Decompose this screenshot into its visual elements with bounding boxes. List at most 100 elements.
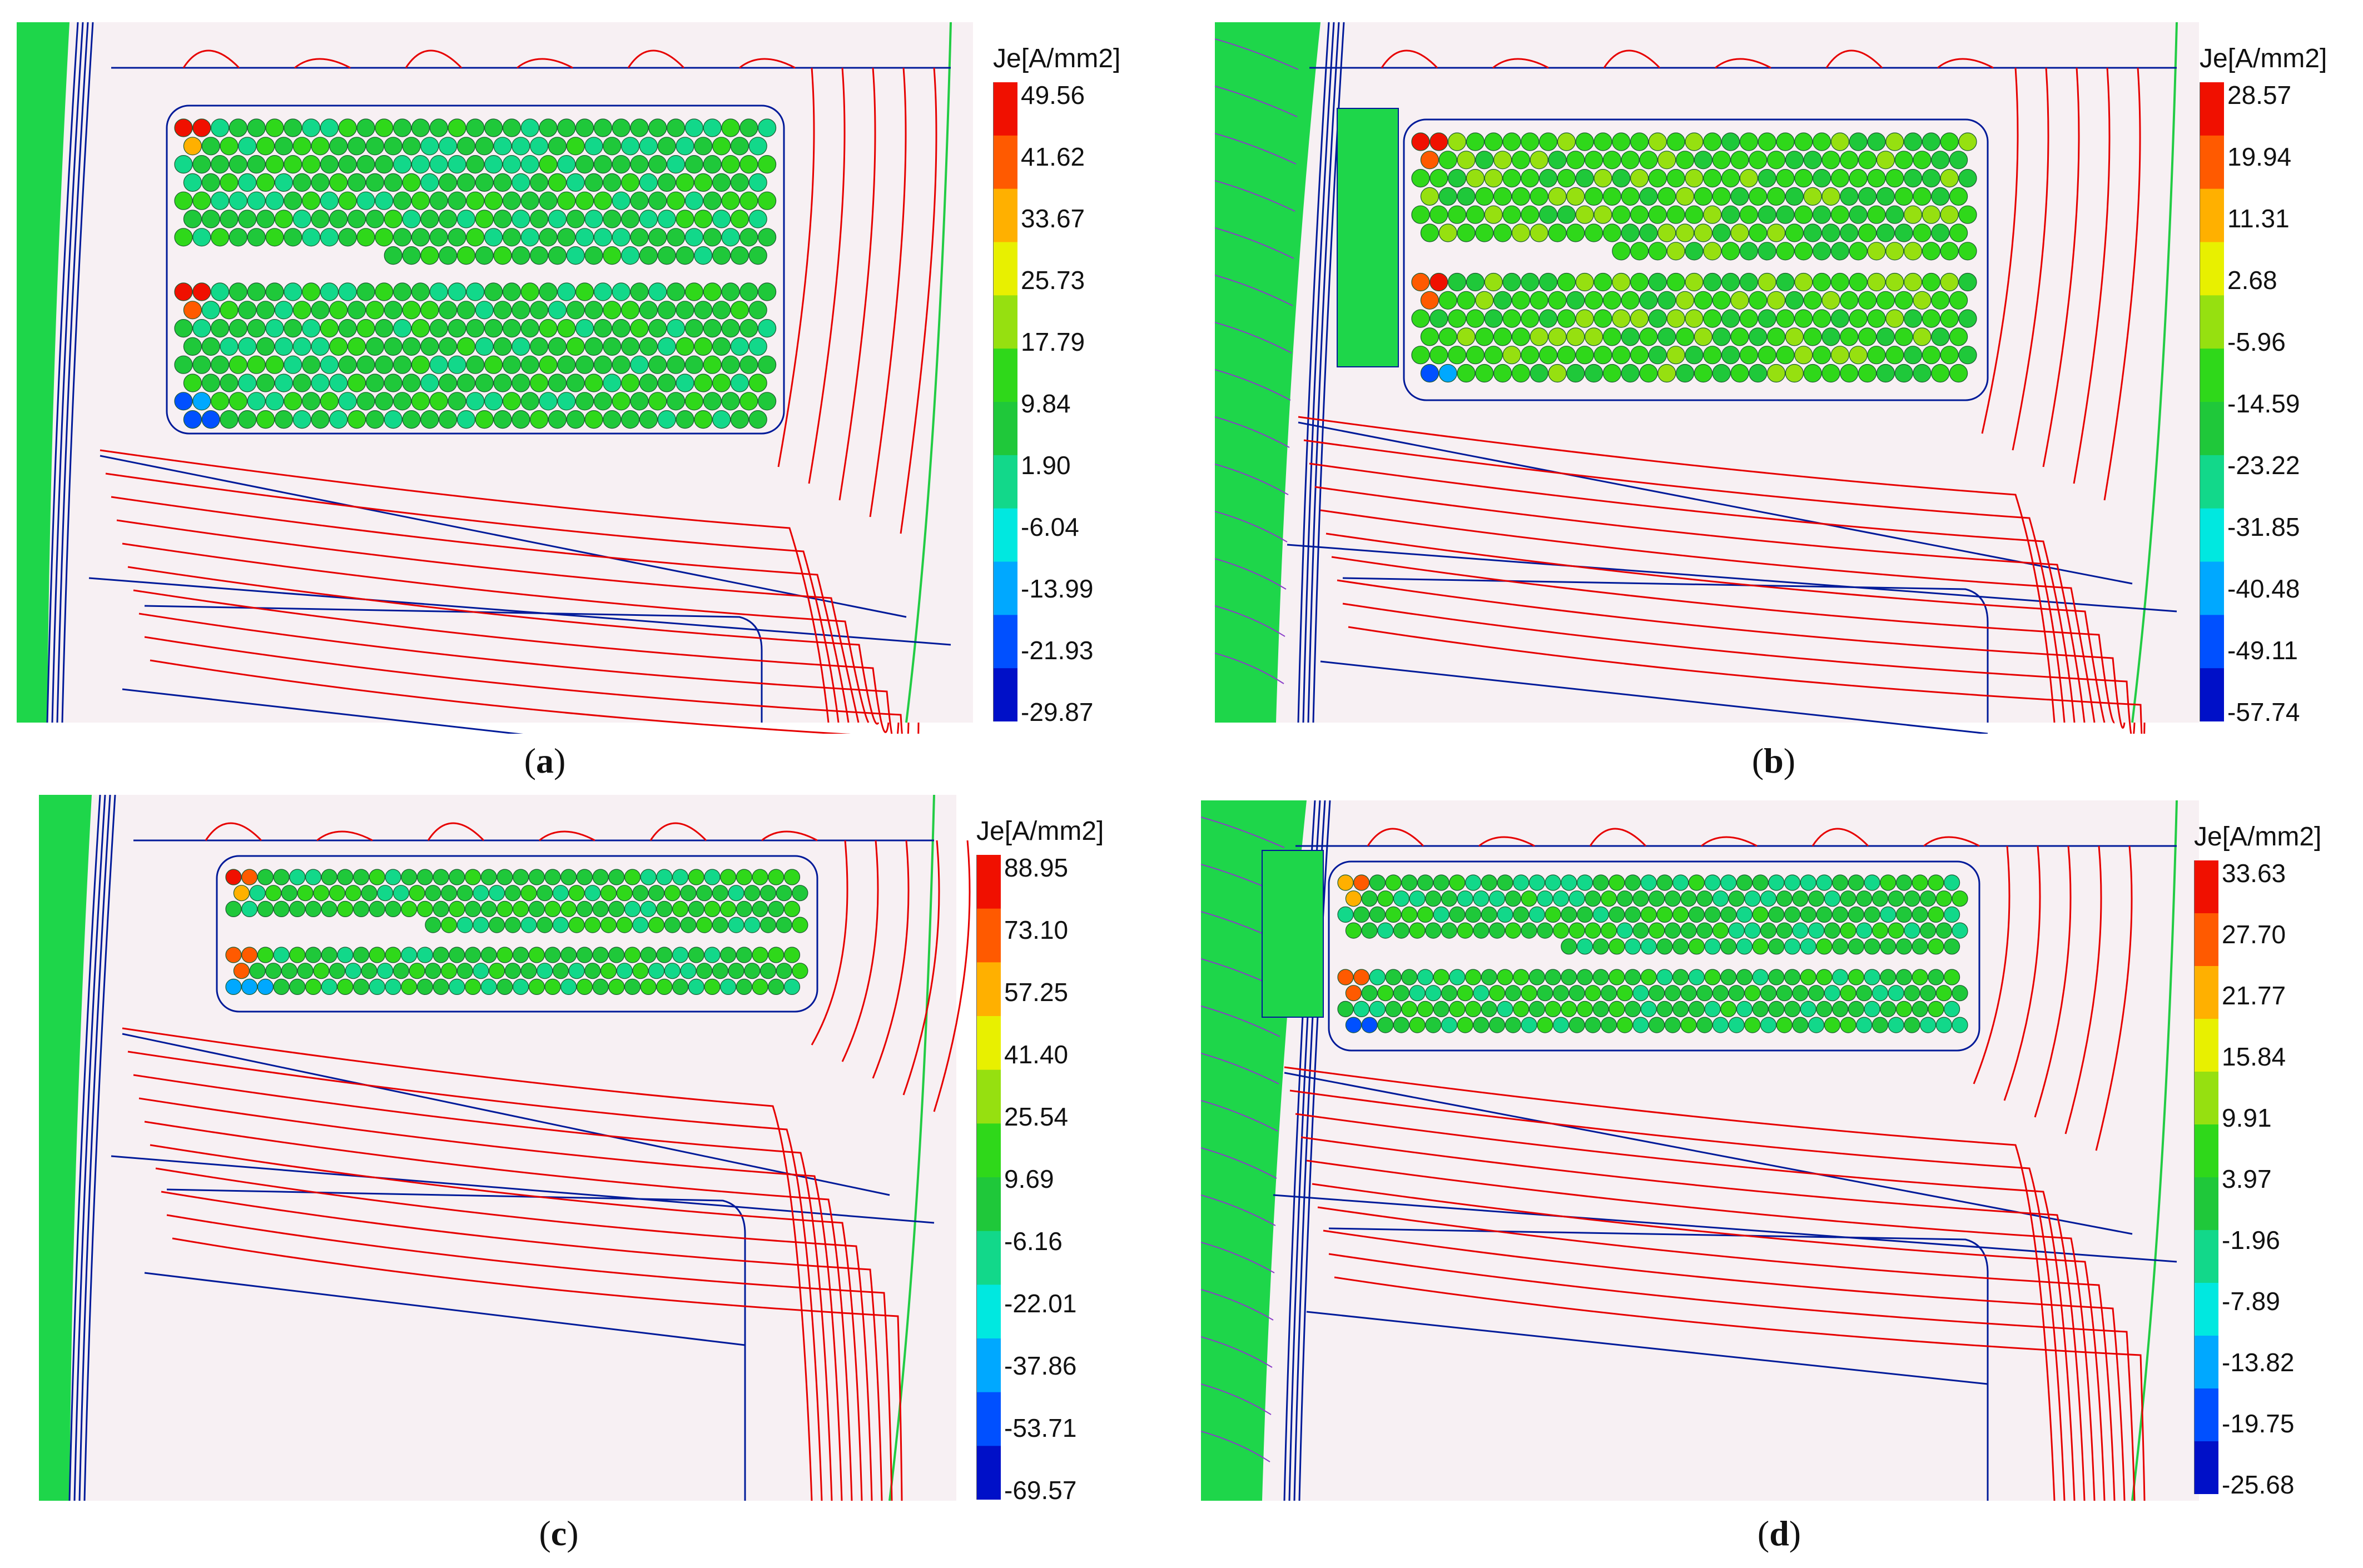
conductor-strand xyxy=(1675,223,1695,242)
contour-line xyxy=(1923,836,1980,847)
conductor-strand xyxy=(297,885,314,902)
conductor-strand xyxy=(1675,291,1695,310)
conductor-strand xyxy=(438,374,458,392)
conductor-strand xyxy=(739,318,758,338)
conductor-strand xyxy=(1739,205,1759,224)
contour-line xyxy=(116,519,860,723)
conductor-strand xyxy=(1473,985,1490,1002)
conductor-strand xyxy=(1821,151,1840,170)
conductor-strand xyxy=(575,318,594,338)
conductor-strand xyxy=(256,374,275,392)
conductor-strand xyxy=(420,210,439,228)
conductor-strand xyxy=(1448,272,1467,292)
colorbar-segment xyxy=(993,508,1017,562)
conductor-strand xyxy=(464,978,481,995)
conductor-strand xyxy=(480,978,497,995)
colorbar-tick-label: 1.90 xyxy=(1021,451,1071,480)
conductor-strand xyxy=(1488,1017,1506,1033)
conductor-strand xyxy=(174,155,193,174)
conductor-strand xyxy=(1816,969,1833,985)
conductor-strand xyxy=(440,917,458,933)
conductor-strand xyxy=(1952,1017,1968,1033)
conductor-strand xyxy=(475,374,494,392)
caption-letter-c: c xyxy=(550,1514,567,1553)
conductor-strand xyxy=(1871,922,1889,939)
conductor-strand xyxy=(612,392,631,411)
conductor-strand xyxy=(1649,922,1665,939)
conductor-strand xyxy=(375,191,394,210)
conductor-strand xyxy=(1557,272,1576,292)
conductor-strand xyxy=(311,410,330,429)
air-gap-arc xyxy=(56,22,89,723)
conductor-strand xyxy=(1538,205,1558,224)
conductor-strand xyxy=(1425,890,1442,907)
colorbar-segment xyxy=(2200,561,2224,615)
conductor-strand xyxy=(497,978,513,995)
conductor-strand xyxy=(1648,242,1667,261)
conductor-strand xyxy=(1696,1017,1713,1033)
conductor-strand xyxy=(1488,985,1506,1002)
mesh-line xyxy=(1273,1194,2177,1263)
conductor-strand xyxy=(1401,969,1418,985)
conductor-strand xyxy=(1602,187,1622,206)
conductor-strand xyxy=(281,885,297,902)
colorbar-segment xyxy=(2200,188,2224,242)
conductor-strand xyxy=(1420,223,1439,242)
conductor-strand xyxy=(1537,922,1553,939)
conductor-strand xyxy=(704,947,721,963)
colorbar-tick-label: -13.99 xyxy=(1021,574,1094,603)
conductor-strand xyxy=(1630,346,1649,365)
conductor-strand xyxy=(1922,132,1941,151)
conductor-strand xyxy=(1758,346,1776,365)
conductor-strand xyxy=(712,337,731,356)
conductor-strand xyxy=(1561,1000,1577,1017)
conductor-strand xyxy=(289,900,306,917)
conductor-strand xyxy=(411,228,430,247)
conductor-strand xyxy=(311,173,330,192)
conductor-strand xyxy=(1345,985,1362,1002)
conductor-strand xyxy=(1369,969,1386,985)
conductor-strand xyxy=(1639,364,1658,383)
conductor-strand xyxy=(393,282,412,301)
conductor-strand xyxy=(664,885,681,902)
conductor-strand xyxy=(1768,874,1785,891)
conductor-strand xyxy=(284,228,302,247)
conductor-strand xyxy=(748,210,767,228)
conductor-strand xyxy=(211,282,230,301)
colorbar-tick-label: -1.96 xyxy=(2222,1226,2280,1255)
conductor-strand xyxy=(684,155,704,174)
conductor-strand xyxy=(1640,969,1657,985)
conductor-strand xyxy=(320,392,339,411)
conductor-strand xyxy=(211,355,230,374)
conductor-strand xyxy=(548,301,567,320)
conductor-strand xyxy=(425,917,441,933)
conductor-strand xyxy=(1656,1000,1673,1017)
conductor-strand xyxy=(425,963,441,979)
conductor-strand xyxy=(1561,874,1577,891)
conductor-strand xyxy=(301,282,321,301)
conductor-strand xyxy=(1739,309,1759,328)
conductor-strand xyxy=(544,869,561,885)
conductor-strand xyxy=(192,282,211,301)
conductor-strand xyxy=(220,337,239,356)
conductor-strand xyxy=(365,173,385,192)
conductor-strand xyxy=(1484,272,1503,292)
conductor-strand xyxy=(1876,151,1895,170)
conductor-strand xyxy=(1385,969,1402,985)
colorbar-tick-label: 2.68 xyxy=(2227,266,2277,295)
conductor-strand xyxy=(560,869,577,885)
conductor-strand xyxy=(1602,151,1622,170)
conductor-strand xyxy=(429,355,448,374)
conductor-strand xyxy=(712,917,729,933)
conductor-strand xyxy=(347,410,366,429)
conductor-strand xyxy=(238,374,257,392)
conductor-strand xyxy=(739,355,758,374)
conductor-strand xyxy=(456,301,476,320)
conductor-strand xyxy=(512,947,529,963)
conductor-strand xyxy=(1739,169,1759,188)
mesh-line xyxy=(1287,544,2177,613)
conductor-strand xyxy=(402,337,421,356)
conductor-strand xyxy=(1612,205,1631,224)
conductor-strand xyxy=(466,392,485,411)
conductor-strand xyxy=(1940,272,1959,292)
